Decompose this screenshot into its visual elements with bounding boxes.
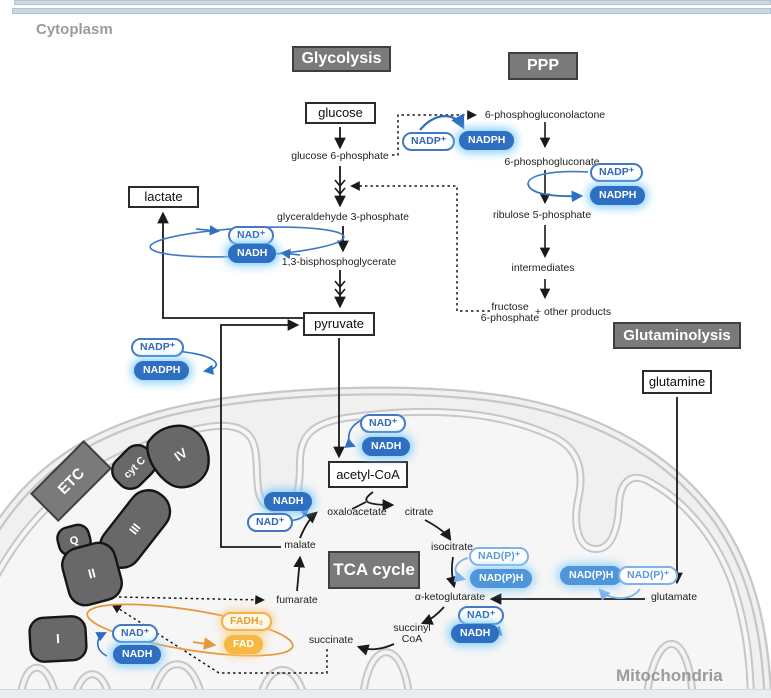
- arrow-pyruvate-to-lactate: [157, 211, 303, 319]
- pdh-nad-arrow: [344, 419, 363, 448]
- arrow-malate-to-oaa: [299, 511, 318, 539]
- badge-nadph-ppp1: NADPH: [459, 131, 515, 150]
- badge-fad: FAD: [224, 635, 263, 654]
- bpg-label: 1,3-bisphosphoglycerate: [281, 256, 397, 268]
- badge-nadp-plus-ppp2: NADP⁺: [590, 163, 644, 182]
- dashed-arrows: [111, 110, 490, 674]
- arrow-oaa-merge: [351, 501, 367, 510]
- other-products-label: + other products: [534, 306, 612, 318]
- badge-nadph-malic: NADPH: [134, 361, 190, 380]
- badge-nadh-mdh: NADH: [264, 492, 313, 511]
- badge-nadp-plus-ppp1: NADP⁺: [402, 132, 456, 151]
- arrow-isocitrate-to-akg: [446, 556, 458, 589]
- r5p-label: ribulose 5-phosphate: [492, 209, 592, 221]
- badge-nadp-plus-gdh: NAD(P)⁺: [618, 566, 679, 585]
- complex-i-label: I: [56, 631, 60, 646]
- badge-nadh-pdh: NADH: [362, 437, 411, 456]
- badge-nadh-complexi: NADH: [113, 645, 162, 664]
- badge-nadp-plus-malic: NADP⁺: [131, 338, 185, 357]
- fumarate-label: fumarate: [276, 594, 318, 606]
- badge-nadph-gdh: NAD(P)H: [560, 566, 623, 585]
- arrow-akg-to-succinylcoa: [420, 606, 445, 625]
- top-stripe-2: [12, 8, 771, 14]
- glycolysis-title-box: Glycolysis: [292, 46, 391, 72]
- ppp2-nadp-arrow: [527, 170, 589, 185]
- cytoplasm-label: Cytoplasm: [36, 21, 113, 38]
- badge-nad-plus-glycolysis: NAD⁺: [228, 226, 275, 245]
- gdh-nadp-arrow: [598, 588, 641, 601]
- f6p-line2: 6-phosphate: [480, 312, 540, 324]
- glucose-6-phosphate-label: glucose 6-phosphate: [291, 150, 389, 162]
- oxaloacetate-label: oxaloacetate: [327, 506, 387, 518]
- intermediates-label: intermediates: [511, 262, 575, 274]
- f6p-label: fructose 6-phosphate: [481, 302, 539, 324]
- dashed-g6p-to-ppp: [392, 110, 477, 156]
- mitochondria-label: Mitochondria: [616, 666, 723, 685]
- complex-ii-label: II: [86, 565, 97, 581]
- cyt-c-shape: cyt C: [111, 444, 157, 490]
- akg-label: α-ketoglutarate: [414, 591, 486, 603]
- complex-iii-shape: III: [98, 489, 172, 569]
- glutamine-box: glutamine: [642, 370, 712, 394]
- ppp-title-box: PPP: [508, 52, 578, 80]
- coq-label: Q: [69, 534, 81, 548]
- idh-nadp-arrow: [453, 557, 469, 583]
- glucose-box: glucose: [305, 102, 376, 124]
- badge-nadph-ppp2: NADPH: [590, 186, 646, 205]
- complex-i-shape: I: [28, 615, 88, 663]
- bottom-border-band: [0, 689, 771, 698]
- succinyl-coa-label: succinyl CoA: [393, 623, 430, 645]
- 6pg-label: 6-phosphogluconate: [504, 156, 600, 168]
- badge-nad-plus-pdh: NAD⁺: [360, 414, 407, 433]
- ppp1-nadp-arrow: [419, 113, 465, 131]
- badge-nadph-idh: NAD(P)H: [470, 569, 533, 588]
- pyruvate-box: pyruvate: [303, 312, 375, 336]
- badge-nad-plus-mdh: NAD⁺: [247, 513, 294, 532]
- succinyl-coa-line1: succinyl: [393, 622, 431, 634]
- lactate-box: lactate: [128, 186, 199, 208]
- arrow-succinylcoa-to-succinate: [356, 643, 395, 656]
- badge-nadh-glycolysis: NADH: [228, 244, 277, 263]
- isocitrate-label: isocitrate: [430, 541, 474, 553]
- succinate-label: succinate: [308, 634, 354, 646]
- dashed-succinate-to-complexii: [111, 603, 328, 674]
- complex-iv-shape: IV: [146, 424, 210, 489]
- dashed-f6p-to-glycolysis: [350, 181, 490, 312]
- tca-title-box: TCA cycle: [328, 551, 420, 589]
- complex-ii-shape: II: [61, 541, 123, 607]
- glutaminolysis-title-box: Glutaminolysis: [613, 322, 741, 349]
- acetyl-coa-box: acetyl-CoA: [328, 461, 408, 488]
- 6pgl-label: 6-phosphogluconolactone: [484, 109, 606, 121]
- dashed-complexii-to-fumarate: [118, 594, 265, 605]
- malate-label: malate: [284, 539, 316, 551]
- badge-nad-plus-akgdh: NAD⁺: [458, 606, 505, 625]
- complexi-nadh-arrow: [95, 632, 108, 657]
- citrate-label: citrate: [404, 506, 434, 518]
- top-stripe-1: [14, 0, 771, 5]
- arrow-fumarate-to-malate: [293, 555, 306, 592]
- arrow-malate-to-pyruvate: [220, 319, 300, 548]
- etc-complexes: III cyt C IV Q II I: [28, 424, 210, 663]
- ga3p-label: glyceraldehyde 3-phosphate: [277, 211, 409, 223]
- glutamate-label: glutamate: [650, 591, 698, 603]
- etc-title-box: ETC: [29, 439, 113, 523]
- badge-nad-plus-complexi: NAD⁺: [112, 624, 159, 643]
- malic-enzyme-arrow: [174, 350, 217, 375]
- arrow-acetylcoa-to-citrate: [365, 491, 395, 511]
- f6p-line1: fructose: [491, 301, 529, 313]
- arrow-citrate-to-isocitrate: [424, 519, 452, 541]
- badge-nadp-plus-idh: NAD(P)⁺: [469, 547, 530, 566]
- badge-nadh-akgdh: NADH: [451, 624, 500, 643]
- badge-fadh2: FADH₂: [221, 612, 273, 631]
- succinyl-coa-line2: CoA: [401, 633, 423, 645]
